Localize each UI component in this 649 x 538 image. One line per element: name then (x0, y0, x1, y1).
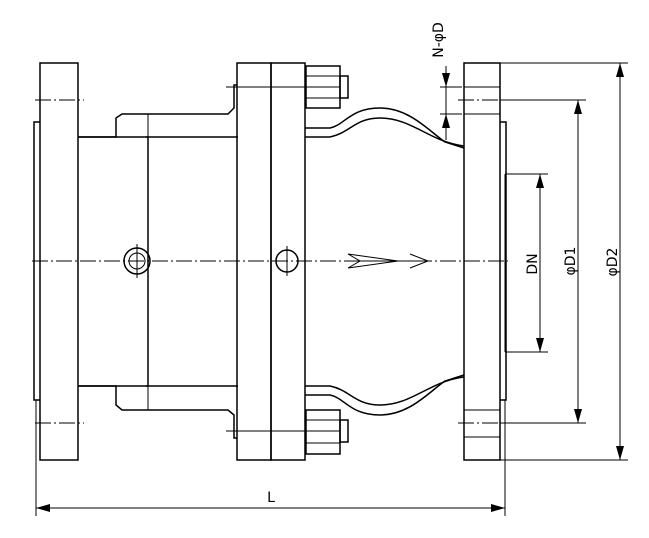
bolt-hole-label: N-φD (431, 22, 447, 58)
dn-label: DN (525, 253, 541, 274)
bellows (305, 107, 465, 416)
flow-arrow (347, 253, 430, 269)
d2-dimension (500, 62, 628, 461)
length-label: L (267, 490, 275, 506)
d1-dimension (500, 99, 586, 424)
top-bolt (226, 65, 349, 109)
d2-label: φD2 (605, 248, 621, 277)
bolt-hole-lines (35, 86, 506, 438)
middle-flanges (236, 62, 306, 461)
length-dimension (35, 400, 506, 516)
d1-label: φD1 (563, 247, 579, 276)
dn-dimension (504, 173, 548, 353)
bottom-bolt (226, 409, 349, 455)
bolt-hole-leader (440, 66, 462, 140)
